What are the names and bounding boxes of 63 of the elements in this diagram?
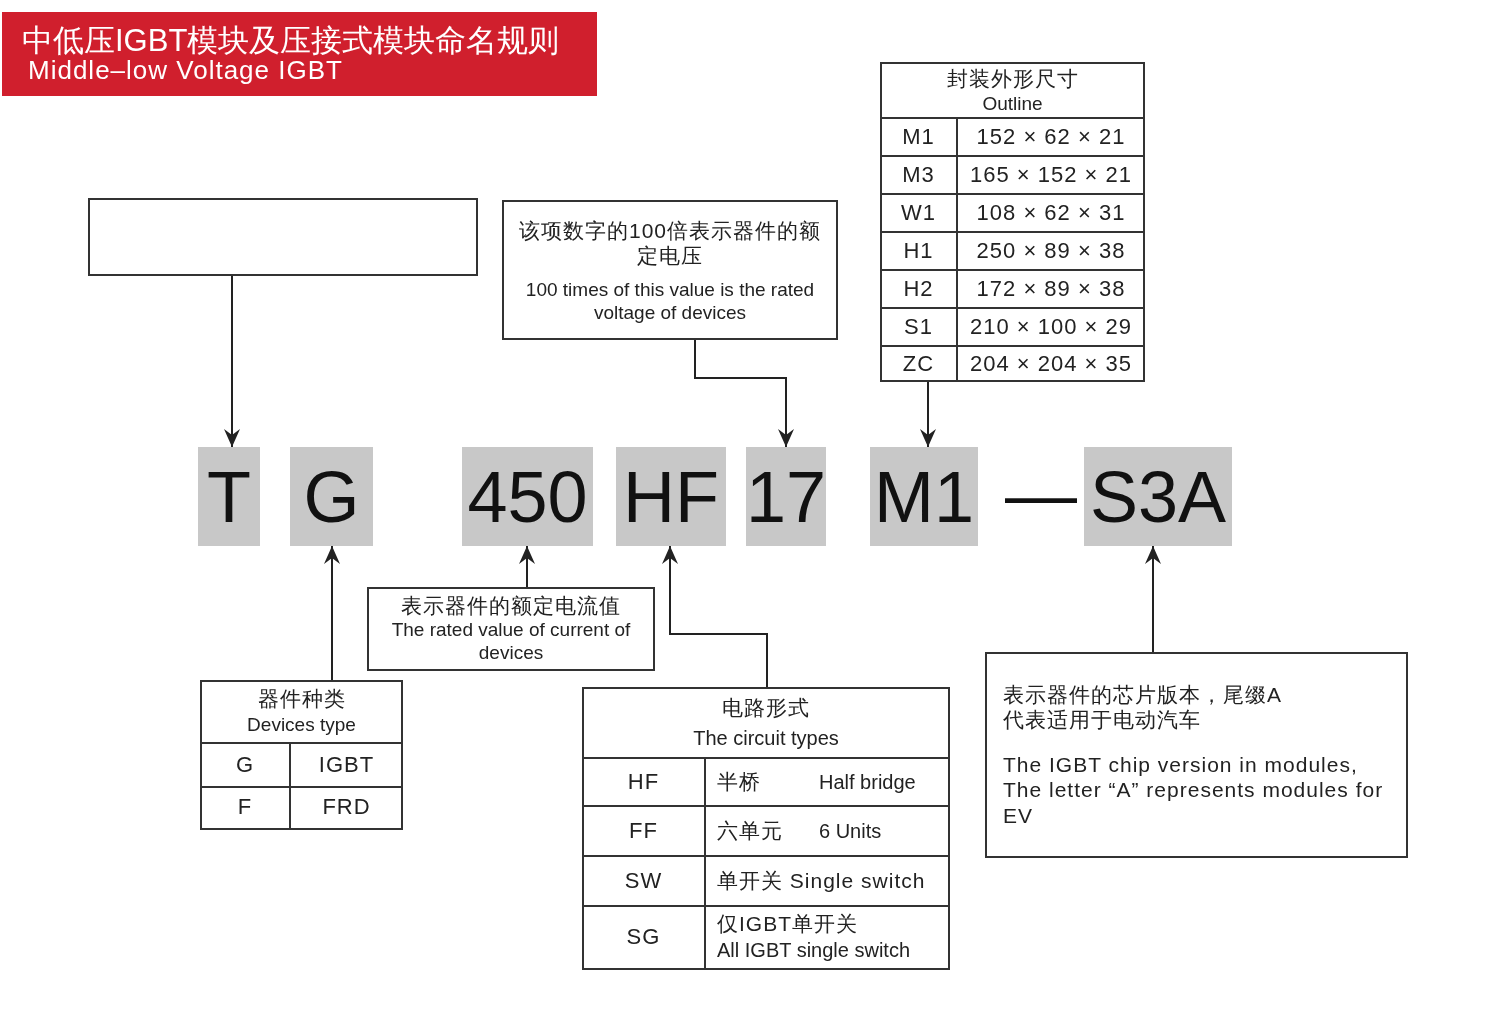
heading-text: 封装外形尺寸 xyxy=(945,66,1080,93)
code-text: SW xyxy=(623,866,664,895)
code-text: S1 xyxy=(903,312,934,341)
code-text: FF xyxy=(628,816,659,845)
code-text: F xyxy=(236,793,254,822)
code-box: 17 xyxy=(746,447,826,546)
callout-box xyxy=(367,587,655,671)
heading-text: 该项数字的100倍表示器件的额定电压 xyxy=(517,217,822,269)
description-text: The IGBT chip version in modules, The letter “A” represents modules for EV xyxy=(1003,752,1385,829)
callout-box xyxy=(985,652,1408,858)
code-text: G xyxy=(234,750,256,779)
code-box: T xyxy=(198,447,260,546)
code-text: W1 xyxy=(900,198,937,227)
heading-text: 器件种类 xyxy=(256,686,347,713)
description-text: The rated value of current of devices xyxy=(390,618,632,665)
dimension-text: 210 × 100 × 29 xyxy=(969,312,1133,341)
type-text: 单开关 Single switch xyxy=(717,868,927,895)
code-text: ZC xyxy=(901,349,936,378)
type-text: 半桥 xyxy=(717,769,762,796)
dimension-text: 152 × 62 × 21 xyxy=(975,122,1127,151)
code-text: H2 xyxy=(902,274,935,303)
arrow xyxy=(920,381,936,448)
dimension-text: 204 × 204 × 35 xyxy=(969,349,1133,378)
code-text: M1 xyxy=(901,122,936,151)
empty-box xyxy=(88,198,478,276)
type-text: 6 Units xyxy=(819,819,883,844)
dimension-text: 250 × 89 × 38 xyxy=(975,236,1127,265)
code-text: SG xyxy=(625,922,662,951)
devices-table xyxy=(200,680,403,830)
type-text: 仅IGBT单开关 xyxy=(717,911,859,938)
outline-table xyxy=(880,62,1145,382)
dimension-text: 108 × 62 × 31 xyxy=(975,198,1127,227)
heading-text: Devices type xyxy=(246,712,357,737)
code-box: S3A xyxy=(1084,447,1232,546)
type-text: All IGBT single switch xyxy=(717,938,912,963)
arrow xyxy=(662,545,768,688)
callout-box xyxy=(502,200,838,340)
heading-text: 表示器件的额定电流值 xyxy=(400,593,622,620)
type-text: FRD xyxy=(321,793,372,822)
dimension-text: 172 × 89 × 38 xyxy=(975,274,1127,303)
type-text: IGBT xyxy=(317,750,376,779)
dimension-text: 165 × 152 × 21 xyxy=(969,160,1133,189)
code-box: 450 xyxy=(462,447,593,546)
code-box: HF xyxy=(616,447,726,546)
code-box: G xyxy=(290,447,373,546)
description-text: 100 times of this value is the rated voltage of devices xyxy=(524,278,816,325)
heading-text: The circuit types xyxy=(692,726,840,751)
type-text: Half bridge xyxy=(819,770,917,795)
code-box: M1 xyxy=(870,447,978,546)
arrow xyxy=(1145,545,1161,653)
heading-text: Outline xyxy=(981,91,1044,116)
code-text: H1 xyxy=(902,236,935,265)
dash-symbol: — xyxy=(1005,455,1077,535)
arrow xyxy=(519,545,535,588)
code-text: M3 xyxy=(901,160,936,189)
arrow xyxy=(694,339,794,448)
code-text: HF xyxy=(626,767,661,796)
heading-text: 表示器件的芯片版本，尾缀A代表适用于电动汽车 xyxy=(1003,681,1283,733)
type-text: 六单元 xyxy=(717,818,784,845)
circuit-table xyxy=(582,687,950,970)
arrow xyxy=(324,545,340,681)
arrow xyxy=(224,275,240,448)
heading-text: 电路形式 xyxy=(721,695,811,722)
